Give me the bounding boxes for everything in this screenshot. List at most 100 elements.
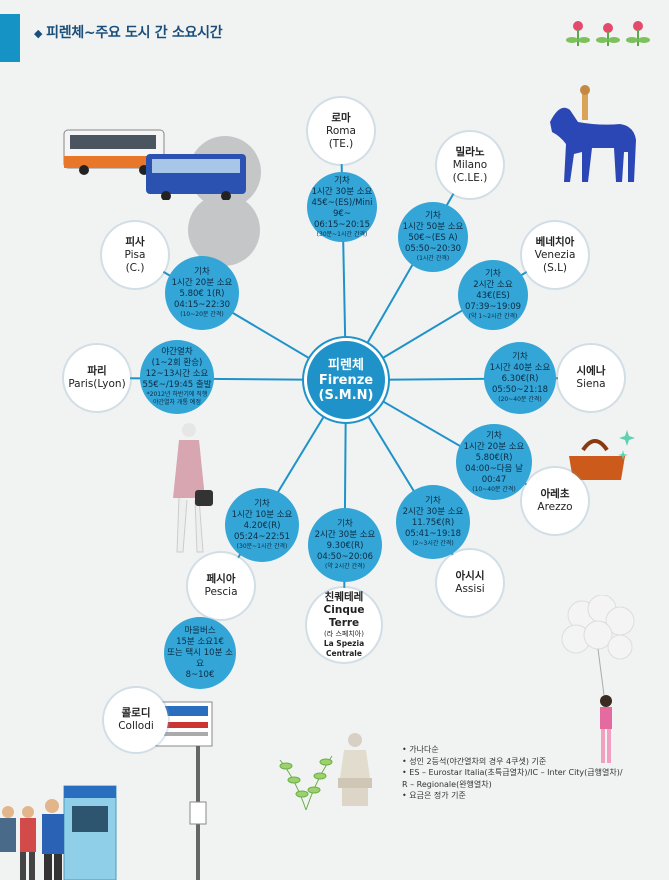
legend-notes: • 가나다순 • 성인 2등석(야간열차의 경우 4쿠셋) 기준 • ES – …: [402, 744, 642, 802]
city-venezia: 베네치아 Venezia (S.L): [522, 222, 588, 288]
city-name-en: Cinque Terre: [323, 604, 365, 629]
city-milano: 밀라노 Milano (C.LE.): [437, 132, 503, 198]
route-info-roma: 기차 1시간 30분 소요 45€~(ES)/Mini 9€~ 06:15~20…: [307, 172, 377, 242]
city-name-en: Assisi: [455, 583, 485, 595]
city-name-en: Roma: [326, 124, 356, 137]
hub-station: (S.M.N): [318, 387, 374, 403]
city-name-en: Paris(Lyon): [68, 378, 126, 390]
city-roma: 로마 Roma (TE.): [308, 98, 374, 164]
route-time: 1시간 20분 소요: [171, 278, 233, 288]
route-time: 2시간 30분 소요: [402, 507, 464, 517]
route-transfer: (1~2회 환승): [151, 358, 203, 368]
fashion-model-icon: [173, 423, 213, 553]
city-station: (S.L): [542, 261, 568, 274]
route-hours: 05:50~21:18: [491, 385, 549, 395]
horse-statue-icon: [550, 85, 636, 182]
city-station: (C.): [125, 261, 145, 274]
plant-decoration-icon: [279, 755, 333, 810]
city-pescia: 페시아 Pescia: [188, 553, 254, 619]
route-mode: 기차: [254, 499, 270, 509]
city-name-ko: 베네치아: [535, 235, 575, 248]
route-frequency: (30분~1시간 간격): [316, 230, 368, 238]
city-name-en: Pescia: [204, 586, 238, 598]
city-name-en: Siena: [576, 378, 606, 390]
legend-item: R – Regionale(완행열차): [402, 779, 492, 789]
route-time: 1시간 20분 소요: [463, 441, 525, 452]
city-station: La Spezia Centrale: [323, 639, 365, 658]
route-info-paris: 야간열차 (1~2회 환승) 12~13시간 소요 55€~/19:45 출발 …: [140, 340, 214, 414]
hub-firenze: 피렌체 Firenze (S.M.N): [304, 338, 388, 422]
route-fare: 6.30€(R): [501, 374, 539, 384]
route-mode: 기차: [486, 430, 502, 441]
legend-item: • 요금은 정가 기준: [402, 791, 466, 800]
route-mode: 기차: [194, 267, 210, 277]
route-fare: 9.30€(R): [326, 541, 364, 551]
route-info-pescia: 기차 1시간 10분 소요 4.20€(R) 05:24~22:51 (30분~…: [225, 488, 299, 562]
city-name-ko: 로마: [331, 111, 351, 124]
route-mode: 기차: [425, 496, 441, 506]
city-name-ko: 시에나: [576, 365, 606, 377]
route-line-3: 또는 택시 10분 소요: [167, 647, 233, 669]
city-name-en: Arezzo: [537, 501, 573, 513]
city-name-ko: 친퀘테레: [324, 591, 364, 603]
city-name-ko: 밀라노: [455, 145, 485, 158]
title-text: 피렌체~주요 도시 간 소요시간: [46, 25, 223, 41]
city-pisa: 피사 Pisa (C.): [102, 222, 168, 288]
city-arezzo: 아레초 Arezzo: [522, 468, 588, 534]
route-info-venezia: 기차 2시간 소요 43€(ES) 07:39~19:09 (약 1~2시간 간…: [458, 260, 528, 330]
balloons-icon: [561, 595, 635, 763]
city-via: (라 스페치아): [324, 630, 364, 638]
route-time: 2시간 30분 소요: [314, 530, 376, 540]
route-frequency: (약 1~2시간 간격): [468, 313, 518, 320]
city-assisi: 아시시 Assisi: [437, 550, 503, 616]
route-fare: 50€~(ES A): [408, 233, 458, 243]
city-siena: 시에나 Siena: [558, 345, 624, 411]
route-info-arezzo: 기차 1시간 20분 소요 5.80€(R) 04:00~다음 날 00:47 …: [456, 424, 532, 500]
city-name-en: Pisa: [124, 248, 146, 261]
route-hours-end: 00:47: [481, 474, 507, 485]
route-time: 1시간 10분 소요: [231, 510, 293, 520]
route-mode: 기차: [337, 519, 353, 529]
statue-icon: [338, 733, 372, 806]
legend-item: • ES – Eurostar Italia(초특급열차)/IC – Inter…: [402, 768, 623, 777]
route-hours: 07:39~19:09: [464, 302, 522, 312]
route-hours: 05:41~19:18: [404, 529, 462, 539]
section-tab: [0, 14, 20, 62]
route-line-2: 15분 소요1€: [176, 636, 224, 647]
route-frequency: (약 2시간 간격): [325, 563, 365, 570]
route-mode: 기차: [512, 352, 528, 362]
handbag-icon: [569, 430, 635, 480]
route-note-1: *2012년 하반기에 직행: [146, 391, 208, 398]
city-name-ko: 파리: [87, 365, 107, 377]
route-fare: 11.75€(R): [411, 518, 455, 528]
route-frequency: (2~3시간 간격): [412, 540, 454, 547]
route-hours: 04:50~20:06: [316, 552, 374, 562]
city-cinque-terre: 친퀘테레 Cinque Terre (라 스페치아) La Spezia Cen…: [307, 588, 381, 662]
route-frequency: (20~40분 간격): [498, 396, 542, 403]
city-paris: 파리 Paris(Lyon): [64, 345, 130, 411]
city-name-ko: 아레초: [540, 488, 570, 500]
city-station: (TE.): [328, 137, 354, 150]
ticket-machine-icon: [0, 785, 117, 880]
route-info-cinque-terre: 기차 2시간 30분 소요 9.30€(R) 04:50~20:06 (약 2시…: [308, 508, 382, 582]
route-frequency: (1시간 간격): [416, 255, 450, 262]
city-name-en: Collodi: [118, 720, 154, 732]
city-station: (C.LE.): [452, 171, 488, 184]
route-hours: 04:00~다음 날: [465, 463, 523, 474]
route-line-1: 마을버스: [184, 625, 216, 636]
route-info-pisa: 기차 1시간 20분 소요 5.80€ 1(R) 04:15~22:30 (10…: [165, 256, 239, 330]
route-line-4: 8~10€: [185, 669, 215, 680]
city-name-en: Milano: [452, 158, 488, 171]
route-fare: 43€(ES): [476, 291, 510, 301]
route-info-collodi: 마을버스 15분 소요1€ 또는 택시 10분 소요 8~10€: [164, 617, 236, 689]
route-fare: 4.20€(R): [243, 521, 281, 531]
city-name-ko: 콜로디: [121, 707, 151, 719]
legend-item: • 성인 2등석(야간열차의 경우 4쿠셋) 기준: [402, 756, 547, 766]
route-fare: 45€~(ES)/Mini 9€~: [311, 197, 373, 219]
route-frequency: (10~40분 간격): [472, 485, 516, 493]
route-hours: 06:15~20:15: [313, 219, 371, 230]
route-mode: 기차: [334, 175, 350, 186]
route-time: 1시간 40분 소요: [489, 363, 551, 373]
legend-item: • 가나다순: [402, 745, 439, 754]
